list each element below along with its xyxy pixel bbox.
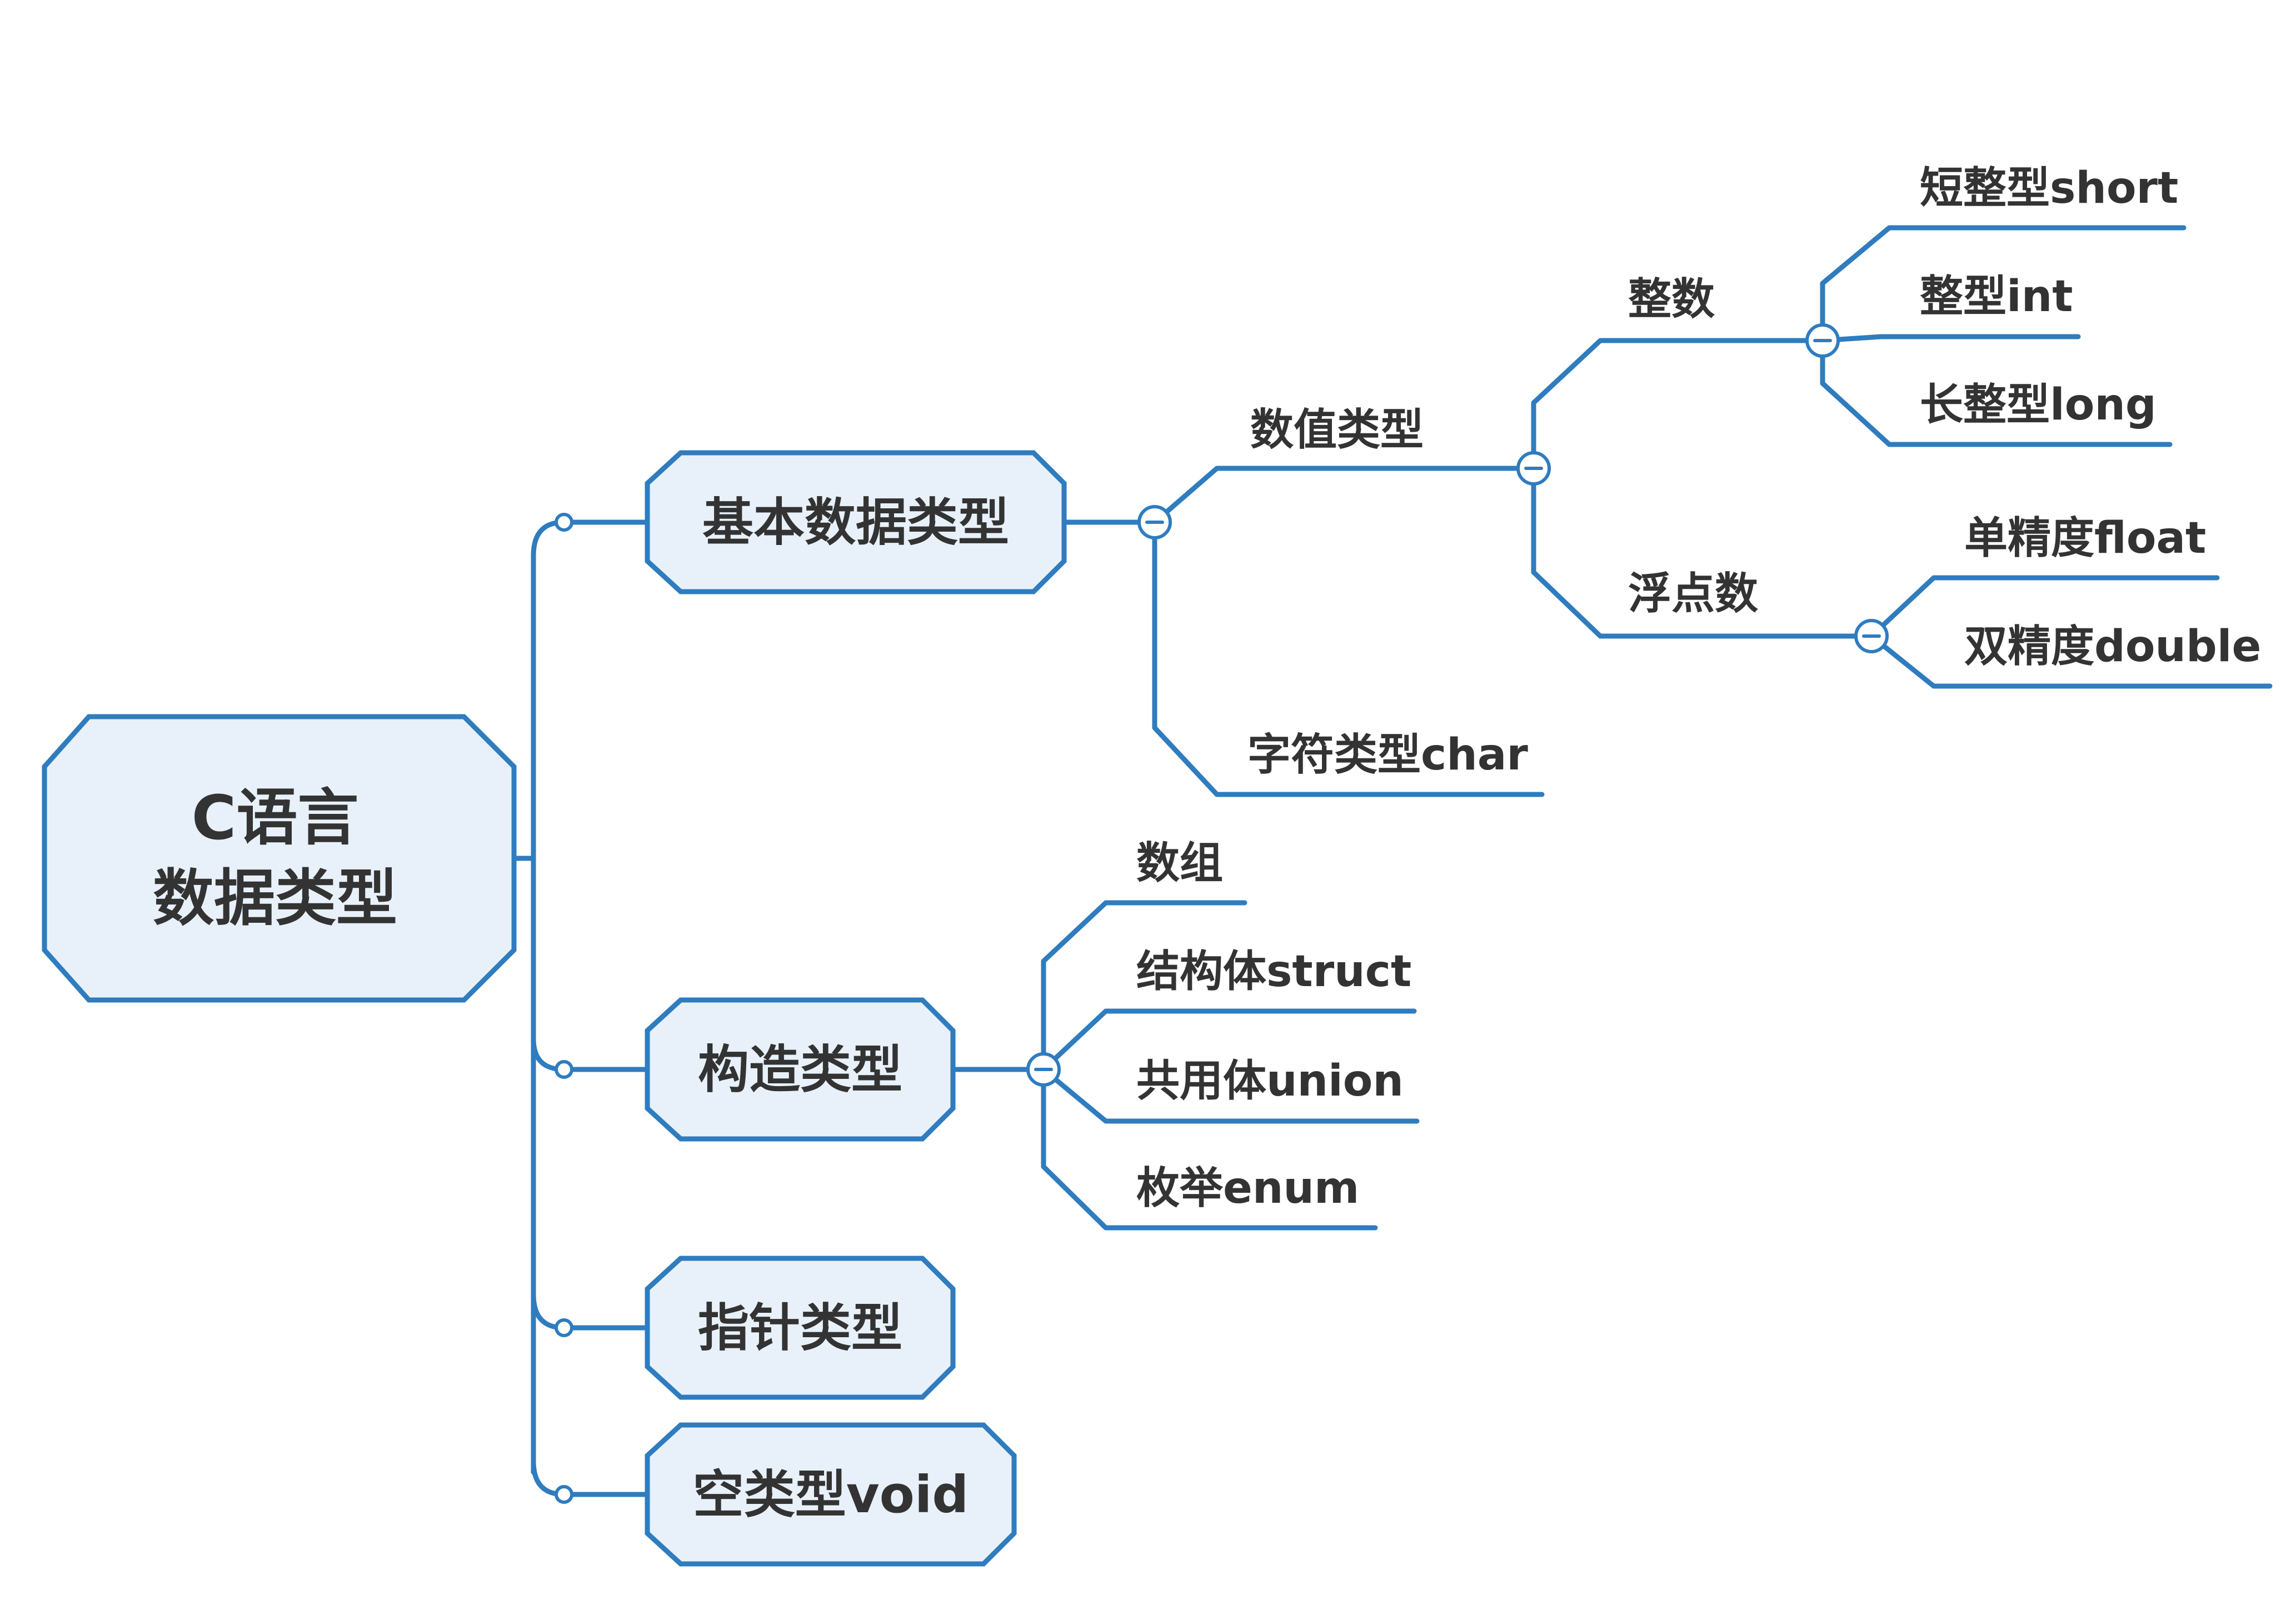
root-title-line1: C语言: [192, 782, 359, 853]
connector-basic-to-char: [1152, 519, 1545, 797]
node-single-float-label[interactable]: 单精度float: [1964, 513, 2206, 563]
node-pointer-types[interactable]: 指针类型: [645, 1256, 956, 1400]
connector-dot-pointer: [555, 1318, 573, 1337]
node-array-label[interactable]: 数组: [1136, 838, 1223, 888]
collapse-basic-icon[interactable]: [1137, 505, 1172, 539]
connector-dot-constructed: [555, 1060, 573, 1079]
node-float-label[interactable]: 浮点数: [1628, 569, 1758, 619]
connector-integer-to-int: [1820, 334, 2081, 343]
connector-basic-to-numeric: [1152, 466, 1536, 525]
node-void-type[interactable]: 空类型void: [645, 1422, 1017, 1567]
connector-dot-basic: [555, 513, 573, 532]
collapse-float-icon[interactable]: [1854, 619, 1889, 653]
collapse-integer-icon[interactable]: [1805, 323, 1840, 358]
collapse-constructed-icon[interactable]: [1026, 1052, 1061, 1087]
connector-integer-to-long: [1820, 338, 2173, 447]
connector-numeric-to-integer: [1531, 338, 1825, 471]
connector-to-basic: [531, 519, 650, 558]
connector-numeric-to-float: [1531, 466, 1874, 639]
connector-to-union: [1041, 1067, 1420, 1124]
node-double-label[interactable]: 双精度double: [1964, 622, 2261, 672]
node-struct-label[interactable]: 结构体struct: [1136, 947, 1411, 997]
node-constructed-types[interactable]: 构造类型: [645, 997, 956, 1142]
node-int-label[interactable]: 整型int: [1920, 272, 2073, 322]
root-node[interactable]: C语言 数据类型: [42, 714, 517, 1003]
node-char-label[interactable]: 字符类型char: [1247, 730, 1528, 780]
node-numeric-label[interactable]: 数值类型: [1250, 405, 1424, 455]
connector-to-void: [531, 1458, 650, 1497]
node-basic-label: 基本数据类型: [702, 493, 1009, 552]
node-void-label: 空类型void: [693, 1465, 969, 1524]
connector-to-array: [1041, 900, 1247, 1072]
node-union-label[interactable]: 共用体union: [1136, 1056, 1404, 1106]
node-enum-label[interactable]: 枚举enum: [1136, 1163, 1359, 1213]
connector-dot-void: [555, 1485, 573, 1504]
connector-float-to-double: [1869, 633, 2273, 689]
connector-integer-to-short: [1820, 225, 2187, 343]
connector-to-pointer: [531, 1292, 650, 1331]
node-constructed-label: 构造类型: [698, 1040, 902, 1099]
connector-float-to-single: [1869, 575, 2220, 639]
node-integer-label[interactable]: 整数: [1628, 274, 1715, 324]
node-long-label[interactable]: 长整型long: [1920, 380, 2157, 430]
connector-to-enum: [1041, 1067, 1378, 1231]
node-short-label[interactable]: 短整型short: [1920, 163, 2178, 213]
node-pointer-label: 指针类型: [698, 1298, 902, 1358]
root-title-line2: 数据类型: [153, 863, 397, 934]
connector-to-struct: [1041, 1008, 1417, 1072]
collapse-numeric-icon[interactable]: [1516, 451, 1551, 486]
connector-to-constructed: [531, 1036, 650, 1072]
node-basic-types[interactable]: 基本数据类型: [645, 450, 1067, 594]
